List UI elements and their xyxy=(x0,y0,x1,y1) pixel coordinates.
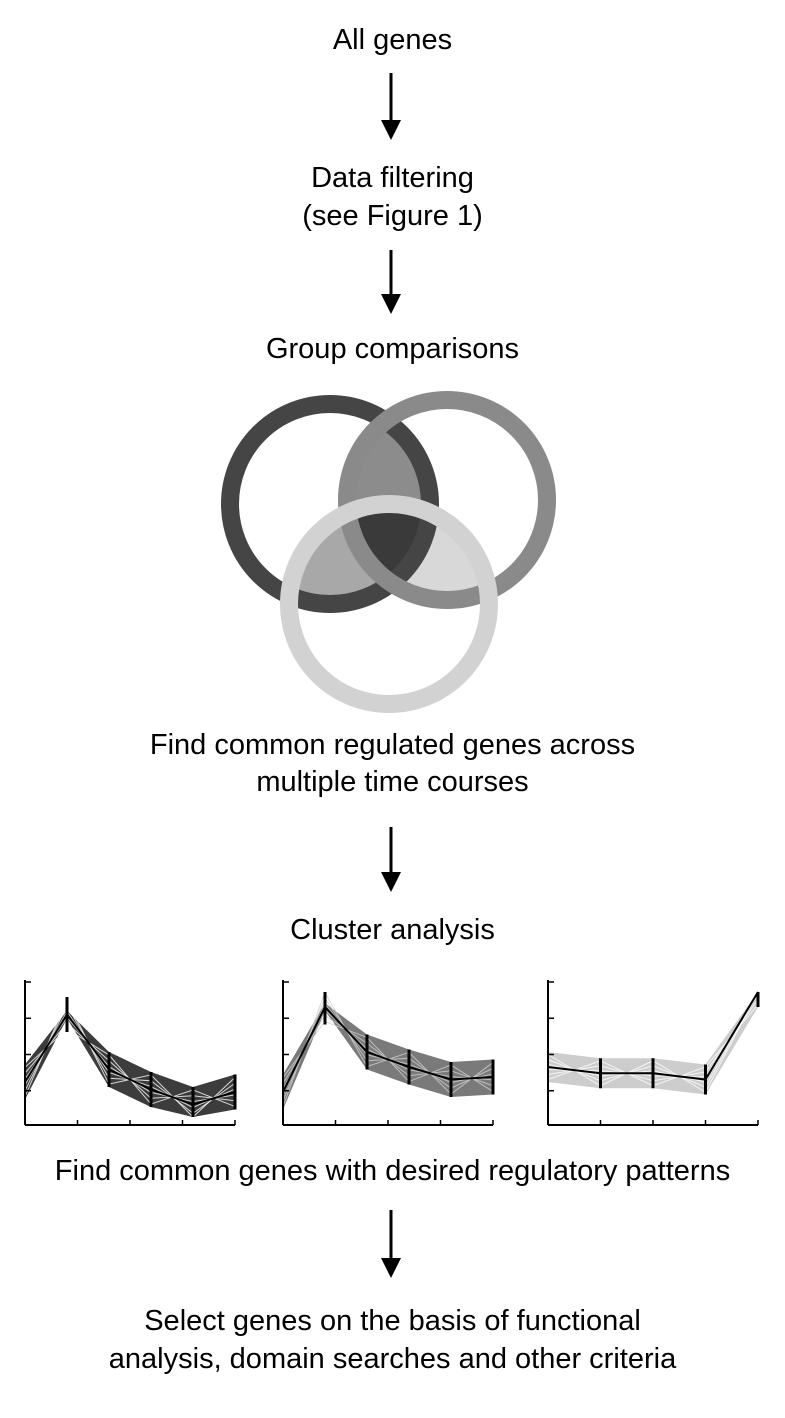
arrow-2 xyxy=(381,250,401,314)
arrow-3 xyxy=(381,827,401,892)
venn-ring-c xyxy=(280,495,498,713)
step-cluster-analysis: Cluster analysis xyxy=(290,914,495,946)
cluster-band xyxy=(25,1010,235,1117)
cluster-plot-2 xyxy=(282,980,495,1126)
venn-ring-b xyxy=(338,391,556,609)
arrow-4 xyxy=(381,1210,401,1278)
step-select-genes-line2: analysis, domain searches and other crit… xyxy=(108,1343,677,1375)
venn-diagram xyxy=(221,391,556,713)
cluster-mean-line xyxy=(547,991,759,1081)
step-group-comparisons: Group comparisons xyxy=(265,333,520,365)
step-common-regulated-line2: multiple time courses xyxy=(256,766,529,798)
cluster-plot-1 xyxy=(24,980,237,1126)
step-all-genes: All genes xyxy=(332,24,453,56)
cluster-mean-line xyxy=(24,1012,236,1106)
cluster-band xyxy=(283,1003,493,1110)
cluster-plot-3 xyxy=(547,980,760,1126)
step-desired-patterns: Find common genes with desired regulator… xyxy=(54,1155,731,1187)
step-data-filtering-ref: (see Figure 1) xyxy=(302,200,483,232)
step-data-filtering: Data filtering xyxy=(311,162,474,194)
venn-overlap-abc xyxy=(339,496,438,608)
step-select-genes-line1: Select genes on the basis of functional xyxy=(144,1305,641,1337)
arrow-1 xyxy=(381,73,401,140)
cluster-plots xyxy=(24,980,760,1126)
cluster-mean-line xyxy=(282,1005,494,1093)
step-common-regulated-line1: Find common regulated genes across xyxy=(149,729,636,761)
